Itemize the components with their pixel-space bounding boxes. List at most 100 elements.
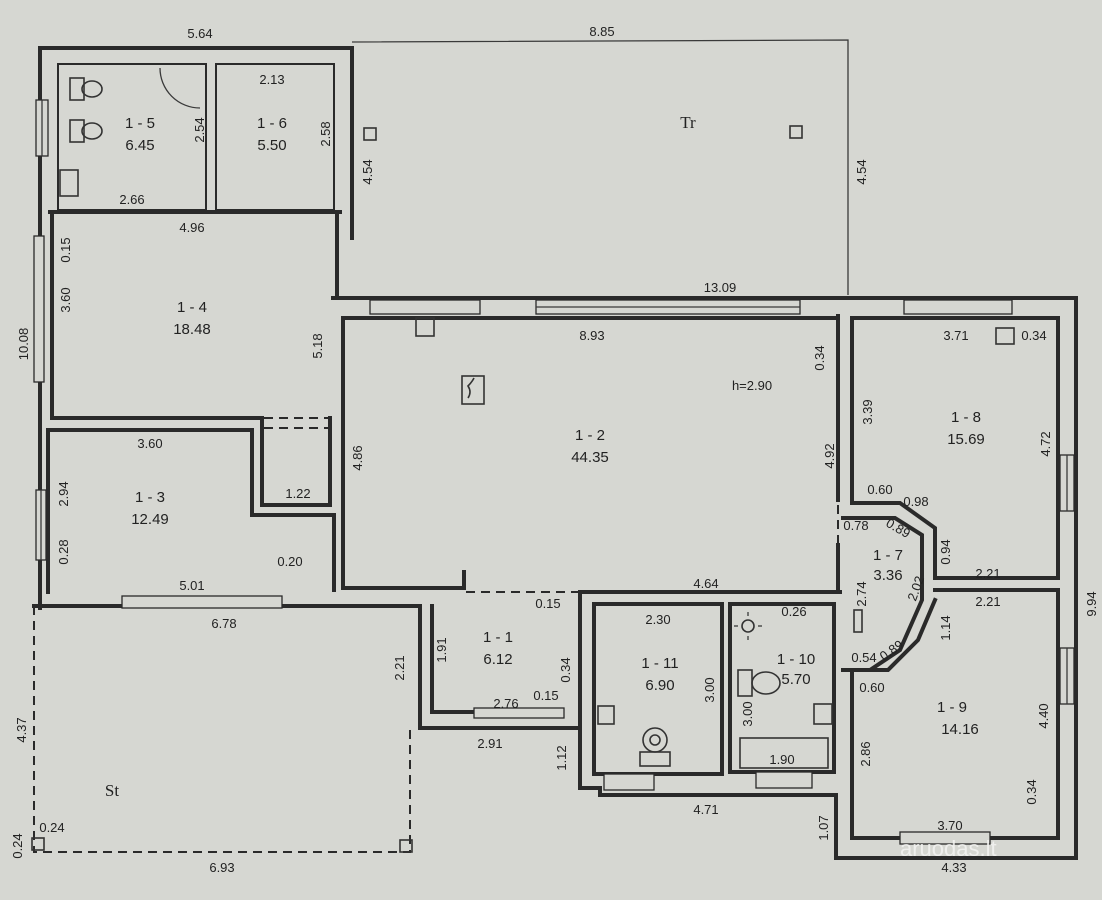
dimension-label: 0.98 [903,494,928,509]
dimension-label: 0.89 [877,637,906,664]
dimension-label: 5.64 [187,26,212,41]
dimension-label: 4.72 [1038,431,1053,456]
walls [32,46,1078,860]
room-1-5-area: 6.45 [125,137,154,154]
room-1-6-area: 5.50 [257,137,286,154]
room-1-11-id: 1 - 11 [641,655,678,672]
dimension-label: 2.13 [259,72,284,87]
room-1-1-area: 6.12 [483,651,512,668]
bathtub-icon [739,737,829,769]
dimension-label: 2.30 [645,612,670,627]
room-1-4-area: 18.48 [173,321,211,338]
dimension-label: 0.24 [10,833,25,858]
room-1-4-id: 1 - 4 [177,299,207,316]
dimension-label: 8.93 [579,328,604,343]
dimension-label: 4.54 [854,159,869,184]
room-1-6-id: 1 - 6 [257,115,287,132]
dimension-label: 0.15 [535,596,560,611]
dimension-label: 2.58 [318,121,333,146]
dimension-label: 2.91 [477,736,502,751]
dimension-label: 2.21 [975,594,1000,609]
heater-icon [461,375,485,405]
room-1-8-id: 1 - 8 [951,409,981,426]
dimension-label: 9.94 [1084,591,1099,616]
dimension-label: 4.64 [693,576,718,591]
watermark: aruodas.lt [900,836,997,861]
sink-icon [597,705,615,725]
dimension-label: 4.40 [1036,703,1051,728]
dimension-label: 4.54 [360,159,375,184]
dimension-label: 2.21 [392,655,407,680]
dimension-label: 1.22 [285,486,310,501]
room-1-3-area: 12.49 [131,511,169,528]
room-1-1-id: 1 - 1 [483,629,513,646]
dimension-label: 2.94 [56,481,71,506]
storage-label: St [105,781,119,800]
dimension-label: 5.18 [310,333,325,358]
dimension-label: 2.54 [192,117,207,142]
terrace-label: Tr [680,113,696,132]
room-1-3-id: 1 - 3 [135,489,165,506]
dimension-label: 4.96 [179,220,204,235]
dimension-label: 0.24 [39,820,64,835]
toilet-icon [737,669,781,697]
dimension-label: 13.09 [704,280,737,295]
dimension-label: 4.86 [350,445,365,470]
dimension-label: 4.33 [941,860,966,875]
toilet-icon [639,727,671,767]
dimension-label: 3.71 [943,328,968,343]
dimension-label: 10.08 [16,328,31,361]
room-1-8-area: 15.69 [947,431,985,448]
dimension-label: 3.39 [860,399,875,424]
dimension-label: 3.60 [137,436,162,451]
radiator-icon [415,317,435,337]
column-icon [995,327,1015,345]
room-1-2-area: 44.35 [571,449,609,466]
dimension-label: 1.91 [434,637,449,662]
column-icon [31,837,45,851]
dimension-label: 2.21 [975,566,1000,581]
column-icon [399,839,413,853]
room-1-5-id: 1 - 5 [125,115,155,132]
radiator-icon [853,609,863,633]
dimension-label: 4.37 [14,717,29,742]
sun-icon [734,612,762,640]
dimension-label: 0.54 [851,650,876,665]
sink-icon [59,169,79,197]
dimension-label: 1.90 [769,752,794,767]
dimension-label: 0.15 [58,237,73,262]
dimension-label: 2.86 [858,741,873,766]
dimension-label: 3.00 [702,677,717,702]
column-icon [363,127,377,141]
room-1-2-id: 1 - 2 [575,427,605,444]
sink-icon [813,703,833,725]
dimension-label: 8.85 [589,24,614,39]
toilet-icon [69,77,103,101]
room-labels: 1 - 1 6.12 1 - 2 44.35 1 - 3 12.49 1 - 4… [105,113,985,800]
windows [33,99,1075,845]
dimension-label: 2.74 [854,581,869,606]
dimension-label: 4.71 [693,802,718,817]
dimension-label: 0.94 [938,539,953,564]
dimension-label: 0.20 [277,554,302,569]
terrace-outline [351,39,849,295]
dimension-label: 3.60 [58,287,73,312]
room-1-7-area: 3.36 [873,567,902,584]
dimension-label: 3.70 [937,818,962,833]
dimension-label: 0.89 [884,515,913,541]
room-1-9-area: 14.16 [941,721,979,738]
dimension-label: 2.76 [493,696,518,711]
room-1-10-id: 1 - 10 [777,651,815,668]
dimension-label: 0.34 [812,345,827,370]
dimension-label: 0.15 [533,688,558,703]
dimension-label: 3.00 [740,701,755,726]
column-icon [789,125,803,139]
dimension-label: 1.14 [938,615,953,640]
dimension-label: 1.07 [816,815,831,840]
dimension-label: 0.60 [859,680,884,695]
dimension-label: 1.12 [554,745,569,770]
dimension-label: 5.01 [179,578,204,593]
room-1-11-area: 6.90 [645,677,674,694]
fixtures [31,67,1015,853]
